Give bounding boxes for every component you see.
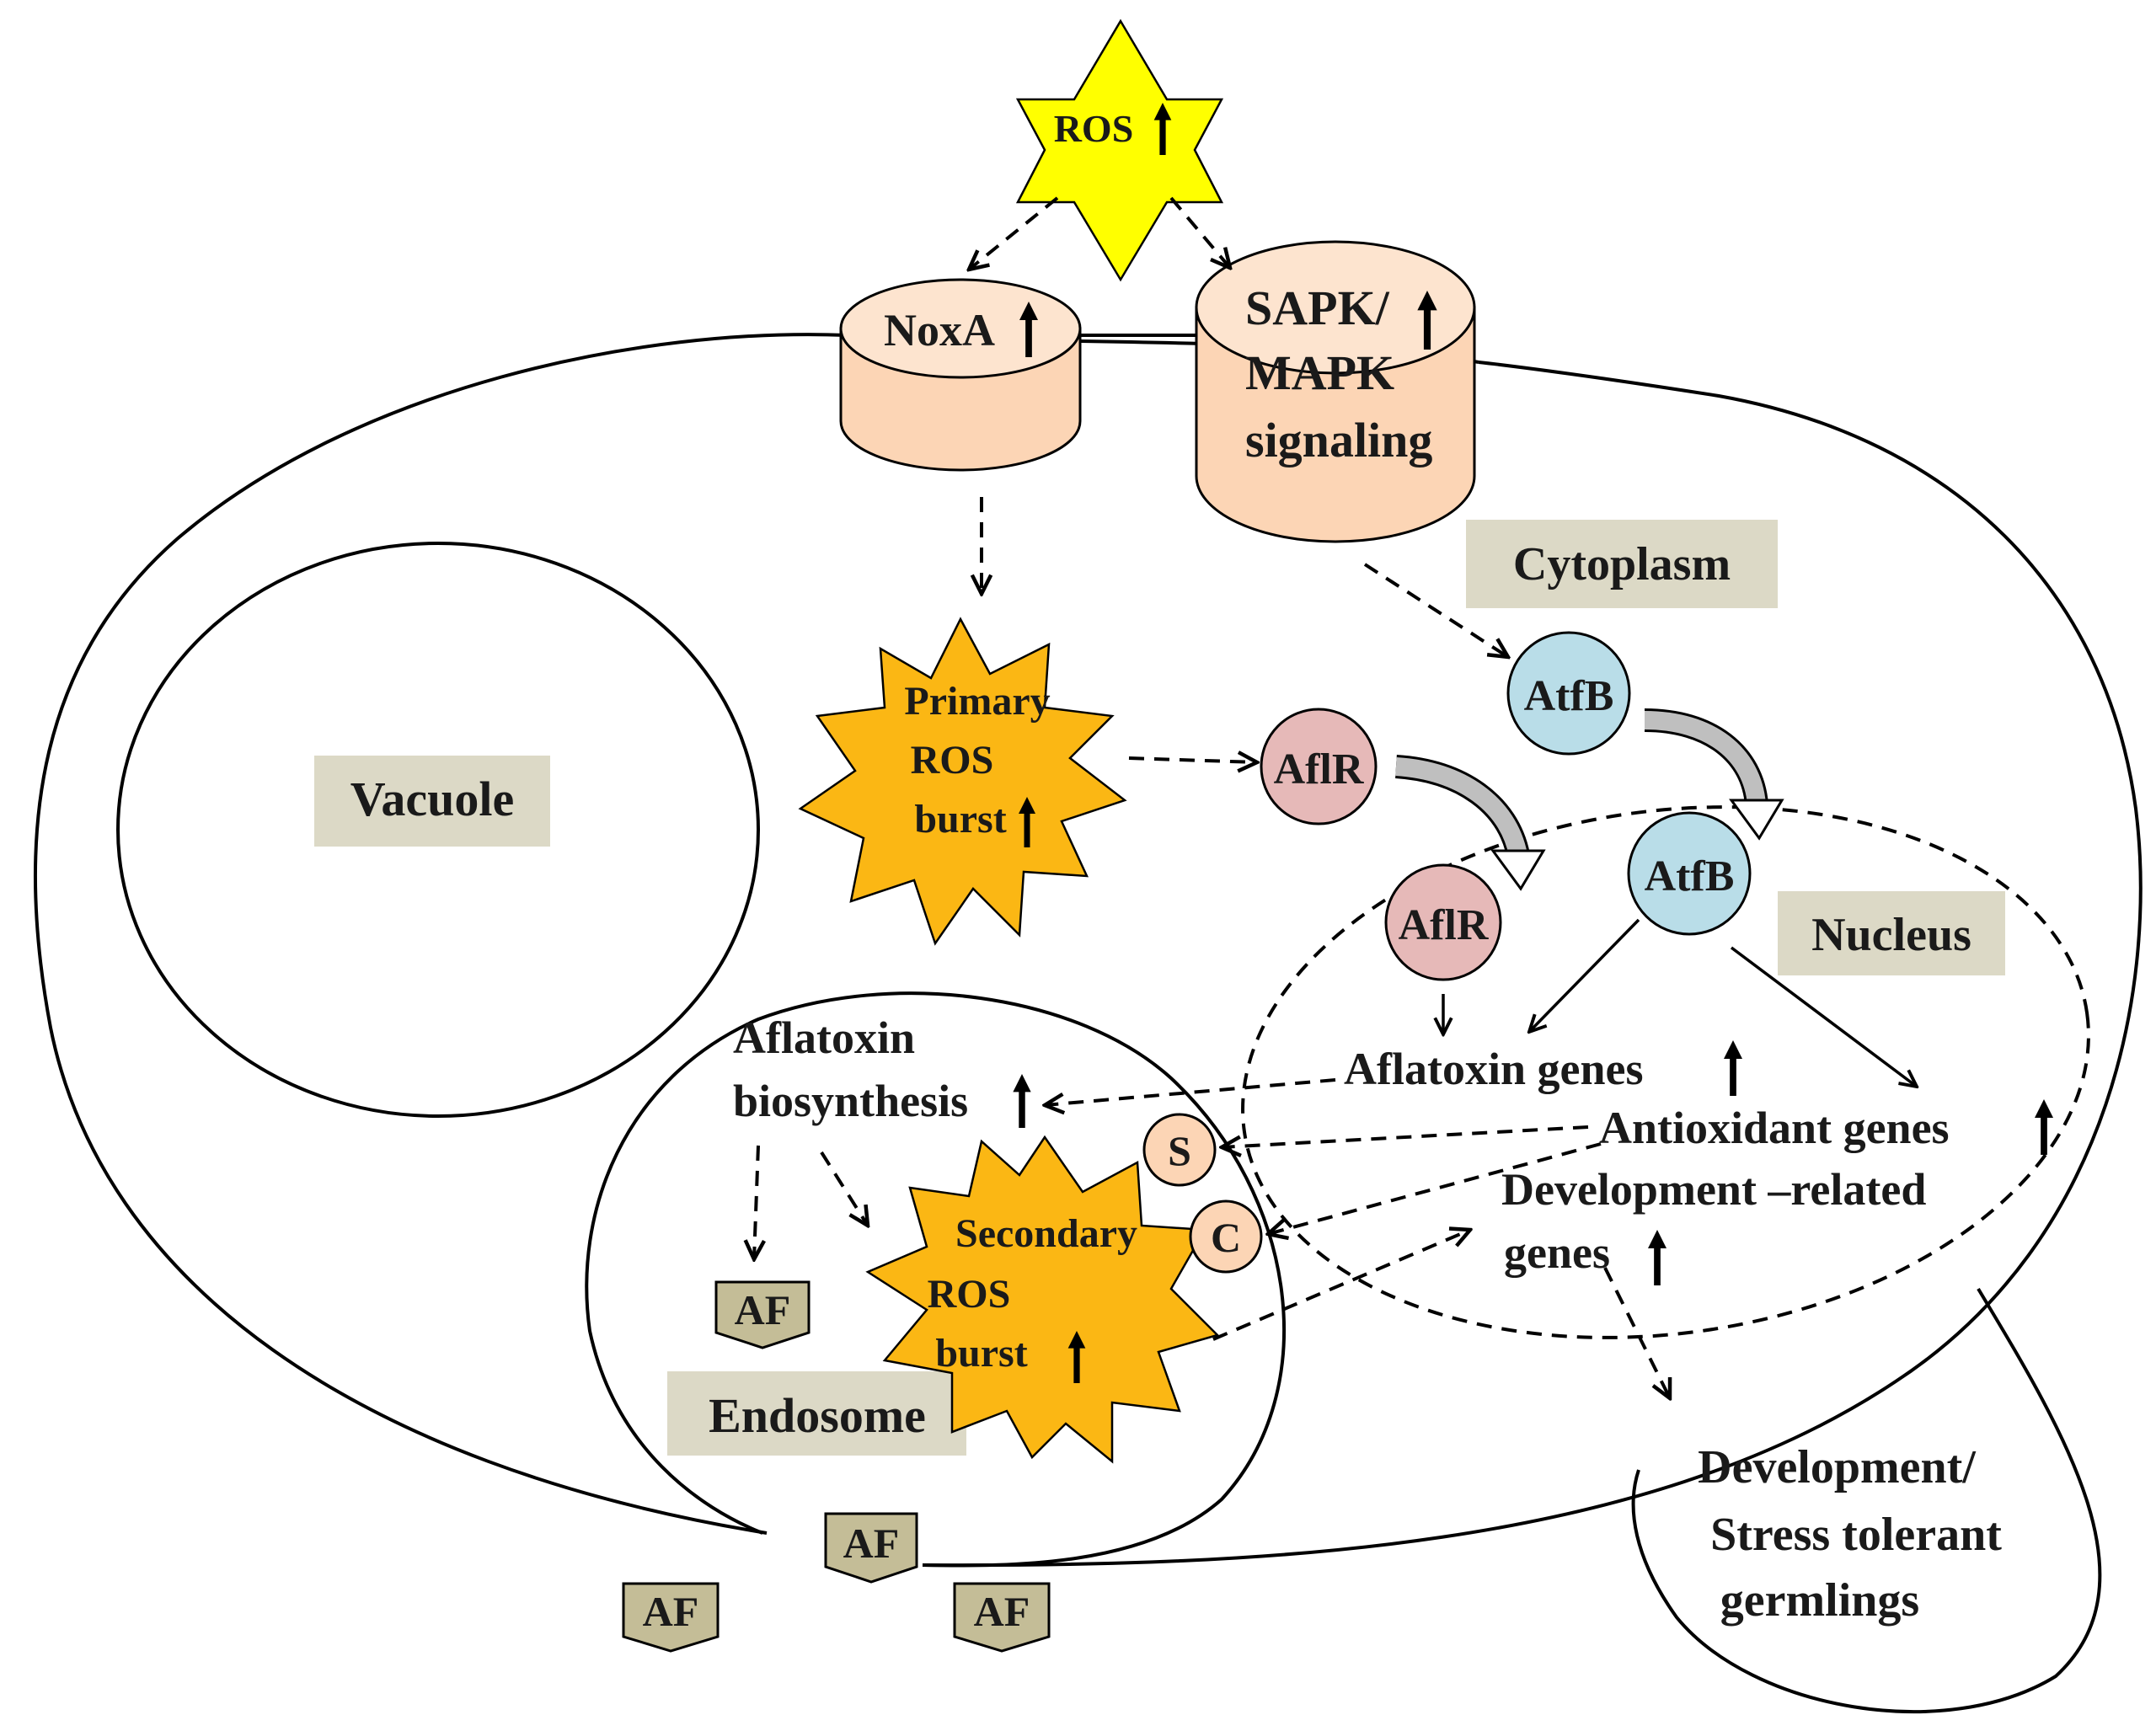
atfb-cytoplasm-label: AtfB [1524, 672, 1614, 720]
up-arrow-icon [2035, 1099, 2053, 1155]
cytoplasm-label: Cytoplasm [1513, 538, 1731, 590]
endosome-label: Endosome [709, 1388, 926, 1443]
up-arrow-icon [1013, 1074, 1031, 1128]
vacuole-label: Vacuole [350, 772, 514, 826]
secondary-label-line3: burst [935, 1331, 1027, 1376]
aflr-cytoplasm-circle [1260, 708, 1378, 825]
germling-label-line2: Stress tolerant [1710, 1509, 2002, 1561]
aflr-cytoplasm-label: AflR [1274, 745, 1365, 793]
noxa-channel: NoxA [839, 278, 1082, 472]
af-badge: AF [714, 1280, 811, 1349]
aflatoxin-biosynthesis-label-line2: biosynthesis [733, 1076, 968, 1126]
primary-label-line1: Primary [904, 679, 1050, 724]
sapk-label-line3: signaling [1245, 413, 1432, 467]
sapk-label-line2: MAPK [1245, 345, 1394, 400]
sapk-cylinder-top [1195, 240, 1476, 375]
ros-label: ROS [1054, 107, 1134, 150]
ros-star-shape [1015, 19, 1224, 282]
up-arrow-icon [1724, 1040, 1742, 1096]
secondary-ros-burst: Secondary ROS burst [865, 1135, 1220, 1464]
s-label: S [1168, 1127, 1191, 1174]
svg-text:AF: AF [643, 1588, 699, 1635]
atfb-nucleus-label: AtfB [1645, 852, 1735, 900]
af-badge: AF [953, 1582, 1051, 1653]
curved-arrow-icon [1394, 755, 1546, 891]
solid-arrows [1443, 918, 1917, 1087]
svg-text:AF: AF [843, 1520, 900, 1567]
primary-ros-burst: Primary ROS burst [798, 617, 1127, 946]
sapk-cylinder-body [1195, 306, 1476, 543]
c-circle: C [1189, 1199, 1263, 1274]
nucleus: Nucleus [1241, 805, 2090, 1339]
svg-text:AF: AF [735, 1286, 791, 1333]
sapk-mapk-channel: SAPK/ MAPK signaling [1195, 240, 1476, 543]
primary-label-line2: ROS [911, 738, 994, 783]
svg-text:AF: AF [974, 1588, 1030, 1635]
endosome-label-box [667, 1371, 966, 1456]
curved-arrow-icon [1644, 708, 1784, 841]
dashed-arrows [754, 196, 1670, 1398]
primary-label-line3: burst [914, 797, 1006, 841]
vacuole-label-box [314, 756, 550, 847]
c-label: C [1211, 1214, 1241, 1261]
aflr-nucleus-label: AflR [1399, 901, 1490, 949]
aflr-nucleus-circle [1384, 863, 1502, 981]
development-genes-label-line2: genes [1504, 1227, 1610, 1278]
germling-label-line3: germlings [1720, 1574, 1919, 1627]
secondary-label-line2: ROS [928, 1272, 1011, 1317]
endosome: Endosome [585, 991, 1286, 1568]
atfb-nucleus-circle [1627, 811, 1752, 936]
aflr-cytoplasm: AflR [1260, 708, 1378, 825]
primary-burst-shape [798, 617, 1127, 946]
germling-label-line1: Development/ [1698, 1441, 1977, 1493]
sapk-label-line1: SAPK/ [1245, 280, 1390, 335]
development-genes-label-line1: Development –related [1501, 1164, 1926, 1215]
aflatoxin-genes-label: Aflatoxin genes [1344, 1044, 1643, 1094]
aflr-nucleus: AflR [1384, 863, 1502, 981]
atfb-cytoplasm: AtfB [1506, 631, 1631, 756]
noxa-label: NoxA [884, 305, 995, 355]
vacuole: Vacuole [116, 542, 760, 1118]
s-circle: S [1142, 1113, 1217, 1187]
nucleus-label-box [1778, 891, 2005, 975]
secondary-label-line1: Secondary [955, 1211, 1137, 1256]
af-badge: AF [622, 1582, 720, 1653]
cytoplasm-label-box [1466, 520, 1778, 608]
af-badge: AF [824, 1512, 918, 1584]
atfb-nucleus: AtfB [1627, 811, 1752, 936]
atfb-cytoplasm-circle [1506, 631, 1631, 756]
nucleus-label: Nucleus [1811, 909, 1971, 961]
germling-outline [1631, 1287, 2102, 1714]
antioxidant-genes-label: Antioxidant genes [1599, 1103, 1950, 1153]
up-arrow-icon [1648, 1230, 1666, 1285]
noxa-cylinder-top [839, 278, 1082, 379]
ros-star: ROS [1015, 19, 1224, 282]
aflatoxin-biosynthesis-label-line1: Aflatoxin [733, 1012, 915, 1063]
